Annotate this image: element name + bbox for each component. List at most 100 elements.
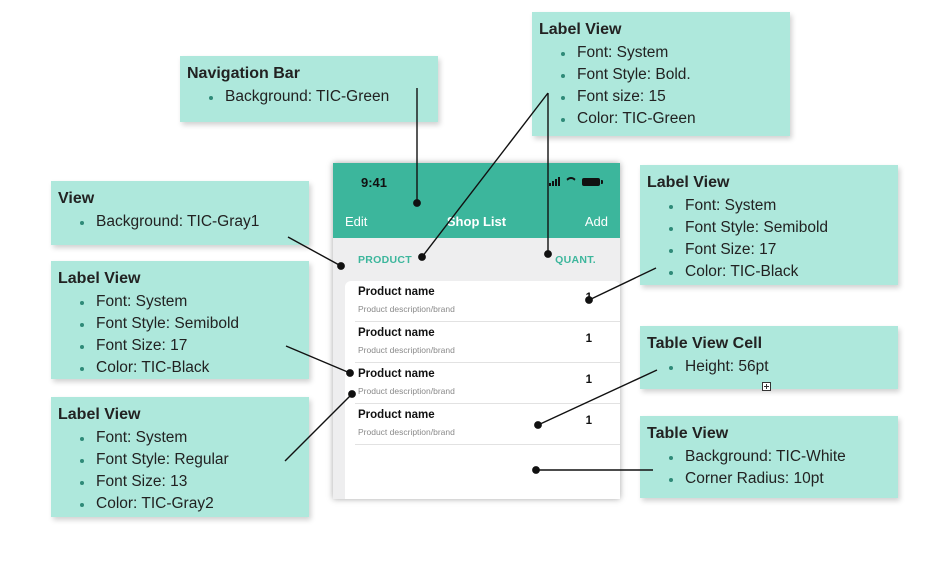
note-title: Table View — [647, 425, 729, 442]
note-item: Color: TIC-Gray2 — [58, 493, 301, 515]
nav-title: Shop List — [446, 214, 507, 229]
note-item-text: Font: System — [577, 44, 669, 61]
note-item: Background: TIC-Gray1 — [58, 211, 301, 233]
table-row[interactable]: Product name Product description/brand 1 — [345, 322, 620, 363]
note-item-text: Font size: 15 — [577, 88, 666, 105]
note-item-text: Font Size: 17 — [96, 337, 188, 354]
note-title: Label View — [539, 21, 622, 38]
table-view: Product name Product description/brand 1… — [345, 281, 620, 499]
product-name: Product name — [358, 286, 435, 298]
product-quantity: 1 — [585, 333, 592, 345]
note-title: Table View Cell — [647, 335, 763, 352]
note-item-text: Font: System — [685, 197, 777, 214]
note-item: Corner Radius: 10pt — [647, 468, 890, 490]
note-item-text: Background: TIC-Green — [225, 88, 390, 105]
row-separator — [355, 321, 620, 322]
note-item-text: Font Size: 13 — [96, 473, 188, 490]
note-item-text: Color: TIC-Gray2 — [96, 495, 214, 512]
signal-icon — [549, 177, 560, 186]
note-item-text: Height: 56pt — [685, 358, 769, 375]
note-item: Font Style: Bold. — [539, 64, 782, 86]
note-item-text: Color: TIC-Black — [96, 359, 210, 376]
connector-label-desc — [284, 393, 353, 462]
phone-screen: 9:41 Edit Shop List Add PRODUCT QUANT. P… — [333, 163, 620, 499]
note-item-text: Font Style: Regular — [96, 451, 229, 468]
note-item-text: Font Style: Semibold — [685, 219, 829, 236]
row-separator — [355, 444, 620, 445]
note-item: Font Style: Semibold — [58, 313, 301, 335]
note-table-view-cell: Table View Cell Height: 56pt — [640, 326, 898, 389]
connector-cell — [537, 369, 658, 426]
product-description: Product description/brand — [358, 386, 455, 396]
add-button[interactable]: Add — [584, 214, 608, 229]
note-title: Navigation Bar — [187, 65, 300, 82]
note-item-text: Font: System — [96, 429, 188, 446]
table-row[interactable]: Product name Product description/brand 1 — [345, 404, 620, 445]
note-item: Font: System — [58, 291, 301, 313]
note-label-header: Label View Font: System Font Style: Bold… — [532, 12, 790, 136]
connector-dot — [346, 369, 354, 377]
note-label-description: Label View Font: System Font Style: Regu… — [51, 397, 309, 517]
note-item: Font Size: 13 — [58, 471, 301, 493]
connector-dot — [348, 390, 356, 398]
note-item: Font Style: Regular — [58, 449, 301, 471]
note-item: Color: TIC-Green — [539, 108, 782, 130]
note-item: Font Size: 17 — [58, 335, 301, 357]
note-item-text: Background: TIC-Gray1 — [96, 213, 260, 230]
battery-icon — [582, 177, 603, 186]
note-item: Font size: 15 — [539, 86, 782, 108]
product-description: Product description/brand — [358, 345, 455, 355]
note-item-text: Corner Radius: 10pt — [685, 470, 824, 487]
product-description: Product description/brand — [358, 304, 455, 314]
note-view: View Background: TIC-Gray1 — [51, 181, 309, 245]
note-item-text: Color: TIC-Black — [685, 263, 799, 280]
product-quantity: 1 — [585, 415, 592, 427]
status-time: 9:41 — [361, 175, 388, 190]
connector-dot — [337, 262, 345, 270]
product-name: Product name — [358, 327, 435, 339]
expand-icon[interactable] — [762, 382, 771, 391]
note-title: Label View — [58, 406, 141, 423]
note-item: Color: TIC-Black — [647, 261, 890, 283]
note-item-text: Color: TIC-Green — [577, 110, 696, 127]
table-row[interactable]: Product name Product description/brand 1 — [345, 363, 620, 404]
note-item: Font Size: 17 — [647, 239, 890, 261]
note-item-text: Font Style: Semibold — [96, 315, 240, 332]
note-item: Font: System — [647, 195, 890, 217]
status-icons — [549, 177, 603, 186]
note-item: Background: TIC-Green — [187, 86, 430, 108]
row-separator — [355, 362, 620, 363]
product-name: Product name — [358, 409, 435, 421]
note-title: Label View — [58, 270, 141, 287]
note-item: Color: TIC-Black — [58, 357, 301, 379]
connector-dot — [418, 253, 426, 261]
product-header: PRODUCT — [358, 254, 413, 266]
connector-label-qty — [588, 267, 657, 301]
connector-view — [287, 236, 342, 267]
connector-header-product — [421, 92, 549, 258]
note-label-name: Label View Font: System Font Style: Semi… — [51, 261, 309, 379]
connector-dot — [534, 421, 542, 429]
product-name: Product name — [358, 368, 435, 380]
note-item: Background: TIC-White — [647, 446, 890, 468]
note-item-text: Background: TIC-White — [685, 448, 846, 465]
product-quantity: 1 — [585, 374, 592, 386]
note-item: Font Style: Semibold — [647, 217, 890, 239]
row-separator — [355, 403, 620, 404]
note-item-text: Font: System — [96, 293, 188, 310]
connector-dot — [532, 466, 540, 474]
connector-dot — [413, 199, 421, 207]
note-navigation-bar: Navigation Bar Background: TIC-Green — [180, 56, 438, 122]
note-title: View — [58, 190, 95, 207]
connector-dot — [544, 250, 552, 258]
connector-label-name — [285, 345, 351, 374]
note-label-quantity: Label View Font: System Font Style: Semi… — [640, 165, 898, 285]
product-description: Product description/brand — [358, 427, 455, 437]
note-item-text: Font Size: 17 — [685, 241, 777, 258]
note-item: Font: System — [539, 42, 782, 64]
note-item-text: Font Style: Bold. — [577, 66, 691, 83]
connector-dot — [585, 296, 593, 304]
note-table-view: Table View Background: TIC-White Corner … — [640, 416, 898, 498]
edit-button[interactable]: Edit — [345, 214, 368, 229]
note-title: Label View — [647, 174, 730, 191]
